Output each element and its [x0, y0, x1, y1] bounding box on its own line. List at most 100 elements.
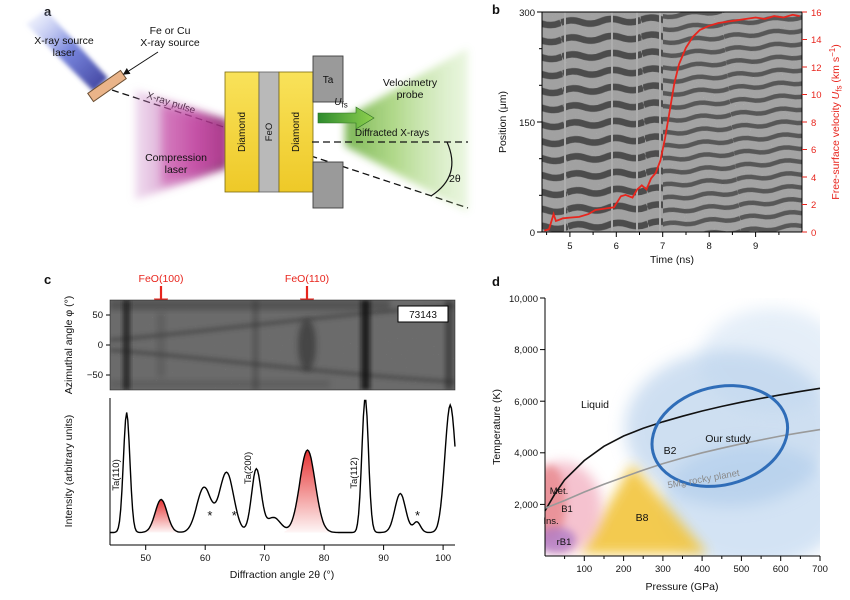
right-tick-label: 12: [811, 63, 822, 74]
velocimetry-probe-label-1: Velocimetry: [383, 77, 438, 89]
ins-label: Ins.: [543, 516, 558, 527]
y-tick-label: 2,000: [514, 500, 538, 511]
x-tick-label: 600: [773, 564, 789, 575]
peak-label-ta200: Ta(200): [243, 452, 254, 484]
x-tick-label: 90: [378, 553, 389, 564]
xray-source-target-label-1: Fe or Cu: [150, 25, 191, 37]
diamond-right-block: [278, 71, 314, 193]
x-tick-label: 9: [753, 241, 758, 252]
panel-d: d Liquid B2 Our study 5M⊕ rocky planet B…: [491, 274, 828, 593]
two-theta-arc: [430, 141, 453, 197]
y-axis-label-left: Position (μm): [497, 91, 509, 153]
asterisk-marker: *: [232, 508, 237, 523]
phi-axis: [106, 314, 110, 376]
x-tick-label: 100: [576, 564, 592, 575]
panel-b: b 300 150 0 Position (μm): [492, 2, 844, 266]
ufs-arrow: [317, 106, 375, 130]
metallic-region: [545, 465, 566, 541]
y-tick-label: 4,000: [514, 448, 538, 459]
diamond-left-block: [224, 71, 260, 193]
two-theta-label: 2θ: [449, 173, 461, 185]
phi-axis-label: Azimuthal angle φ (°): [63, 296, 75, 395]
x-tick-label: 80: [319, 553, 330, 564]
ta-label: Ta: [323, 75, 334, 86]
x-tick-label: 50: [140, 553, 151, 564]
liquid-label: Liquid: [581, 399, 609, 411]
right-tick-label: 10: [811, 90, 822, 101]
phi-tick-label: 0: [98, 340, 103, 351]
shot-number: 73143: [409, 310, 437, 321]
phase-axes: [540, 297, 821, 561]
x-tick-label: 5: [567, 241, 572, 252]
b8-region: [580, 464, 708, 554]
time-axis: [546, 232, 780, 237]
xray-source-laser-label-2: laser: [53, 47, 76, 59]
ta-block-top: [312, 55, 344, 103]
intensity-axis-label: Intensity (arbitrary units): [63, 415, 75, 528]
asterisk-marker: *: [207, 508, 212, 523]
x-axis-label: Time (ns): [650, 254, 694, 266]
feo110-label: FeO(110): [285, 273, 329, 285]
y-tick-label: 8,000: [514, 345, 538, 356]
y-tick-label: 0: [530, 228, 535, 239]
panel-a: a X-ray source laser Fe or Cu X-ray sour…: [26, 4, 469, 212]
feo-peak-fill: [143, 499, 179, 533]
phi-tick-label: 50: [92, 310, 103, 321]
target-stack: Diamond FeO Diamond Ta: [224, 55, 344, 209]
x-tick-label: 700: [812, 564, 828, 575]
asterisk-marker: *: [415, 508, 420, 523]
feo-peak-fills: [143, 450, 331, 533]
right-tick-label: 2: [811, 200, 816, 211]
b2-label: B2: [664, 445, 677, 457]
panel-b-label: b: [492, 2, 500, 17]
x-tick-label: 500: [733, 564, 749, 575]
met-label: Met.: [550, 486, 568, 497]
feo-peak-fill: [284, 450, 331, 533]
y-tick-label: 10,000: [509, 294, 538, 305]
velocity-curve: [544, 13, 800, 232]
compression-laser-beam: [135, 90, 228, 200]
velocimetry-probe-label-2: probe: [397, 89, 424, 101]
ta-block-bottom: [312, 161, 344, 209]
x-tick-label: 8: [707, 241, 712, 252]
diamond-left-label: Diamond: [237, 112, 248, 152]
peak-label-ta112: Ta(112): [349, 457, 360, 489]
panel-c-label: c: [44, 272, 51, 287]
left-axis: [537, 11, 542, 233]
y-axis-label-right: Free-surface velocity Ufs (km s−1): [828, 44, 844, 199]
x-tick-label: 300: [655, 564, 671, 575]
right-tick-label: 0: [811, 228, 816, 239]
peak-label-ta110: Ta(110): [111, 459, 122, 491]
right-tick-label: 6: [811, 145, 816, 156]
study-ellipse: [650, 384, 790, 488]
x-tick-label: 7: [660, 241, 665, 252]
b1-label: B1: [561, 504, 573, 515]
rb1-region: [545, 527, 576, 553]
x-tick-label: 400: [694, 564, 710, 575]
compression-laser-label-2: laser: [165, 164, 188, 176]
x-axis-label: Pressure (GPa): [646, 581, 719, 593]
shot-number-box: [397, 305, 449, 323]
x-tick-label: 200: [616, 564, 632, 575]
planet-curve: [544, 428, 821, 510]
diamond-right-label: Diamond: [291, 112, 302, 152]
panel-c: c FeO(100) FeO(110) 73143: [44, 272, 456, 581]
panel-d-label: d: [492, 274, 500, 289]
right-axis: [802, 11, 807, 233]
rb1-label: rB1: [557, 537, 572, 548]
xray-source-laser-beam: [26, 10, 108, 92]
lineout-curve: [110, 399, 456, 534]
y-tick-label: 6,000: [514, 397, 538, 408]
velocimetry-probe-beam: [345, 48, 468, 212]
y-tick-label: 150: [519, 118, 535, 129]
phase-regions: [545, 308, 820, 556]
xray-source-pointer-arrow: [122, 51, 159, 75]
diffracted-xrays-label: Diffracted X-rays: [355, 128, 429, 139]
x-tick-label: 6: [614, 241, 619, 252]
ufs-label: Ufs: [334, 97, 347, 110]
our-study-label: Our study: [705, 433, 751, 445]
x-tick-label: 70: [259, 553, 270, 564]
feo100-label: FeO(100): [139, 273, 184, 285]
right-tick-label: 4: [811, 173, 816, 184]
